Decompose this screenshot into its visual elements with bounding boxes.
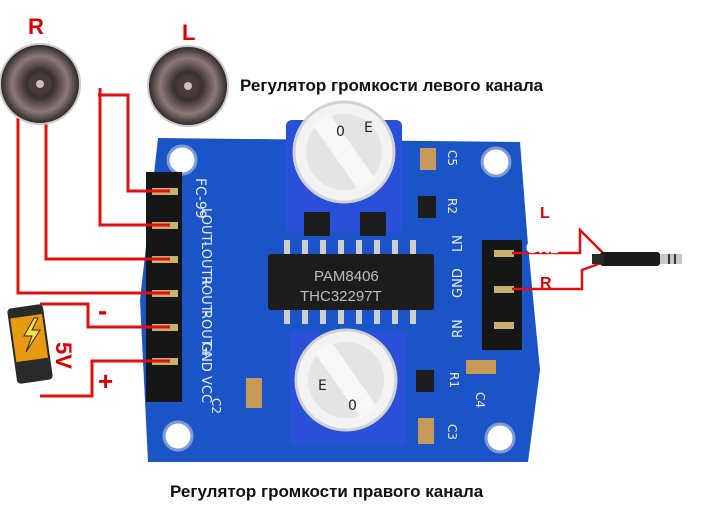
- board-model: FC-99: [192, 178, 208, 219]
- comp-c2: C2: [209, 398, 223, 414]
- comp-r2: R2: [445, 198, 459, 214]
- speaker-right-label: R: [28, 14, 44, 39]
- pin-label-gnd: GND: [198, 342, 213, 372]
- right-channel-caption: Регулятор громкости правого канала: [170, 482, 484, 501]
- speaker-wires: [16, 88, 170, 295]
- pot-bottom-mark: 0: [348, 398, 357, 414]
- comp-c3: C3: [445, 424, 459, 440]
- battery-wires: [40, 302, 170, 398]
- silkscreen: FC-99 LOUT- LOUT+ ROUT- ROUT+ GND VCC LN…: [192, 150, 487, 440]
- jack-r-label: R: [540, 275, 552, 292]
- speaker-left: L: [147, 20, 229, 127]
- chip-label-2: THC32297T: [300, 288, 382, 305]
- battery-voltage: 5V: [51, 342, 76, 369]
- jack-l-label: L: [540, 205, 550, 222]
- pin-label-vcc: VCC: [198, 376, 213, 403]
- pot-top-mark: 0: [336, 124, 345, 140]
- battery-plus: +: [98, 366, 113, 396]
- lightning-icon: [23, 317, 41, 353]
- left-channel-caption: Регулятор громкости левого канала: [240, 76, 544, 95]
- pin-label-gnd-right: GND: [451, 268, 466, 298]
- comp-c5: C5: [445, 150, 459, 166]
- smd-components: [246, 148, 496, 444]
- speaker-left-label: L: [182, 20, 195, 45]
- pin-label-rout-minus: ROUT-: [198, 276, 213, 317]
- pin-label-ln: LN: [451, 235, 466, 252]
- battery: 5V - +: [7, 295, 113, 396]
- speaker-right: R: [0, 14, 81, 125]
- jack-gnd-label: GND: [526, 240, 562, 257]
- comp-c4: C4: [473, 392, 487, 408]
- right-pin-header: [482, 240, 522, 350]
- pin-label-rout-plus: ROUT+: [198, 310, 213, 358]
- right-volume-pot: E 0: [290, 328, 406, 444]
- pot-bottom-mark-e: E: [318, 378, 327, 394]
- amplifier-chip: PAM8406 THC32297T: [268, 240, 434, 324]
- comp-r1: R1: [447, 372, 461, 388]
- battery-minus: -: [98, 295, 107, 326]
- left-volume-pot: 0 E: [286, 100, 402, 236]
- jack-wires: [512, 226, 605, 291]
- pin-label-lout-minus: LOUT-: [198, 208, 213, 246]
- audio-jack: L GND R: [526, 205, 682, 292]
- pin-label-lout-plus: LOUT+: [198, 242, 213, 287]
- left-pin-header: [146, 172, 182, 402]
- pin-label-rn: RN: [451, 319, 466, 338]
- chip-label-1: PAM8406: [314, 268, 379, 285]
- pot-top-mark-e: E: [364, 120, 373, 136]
